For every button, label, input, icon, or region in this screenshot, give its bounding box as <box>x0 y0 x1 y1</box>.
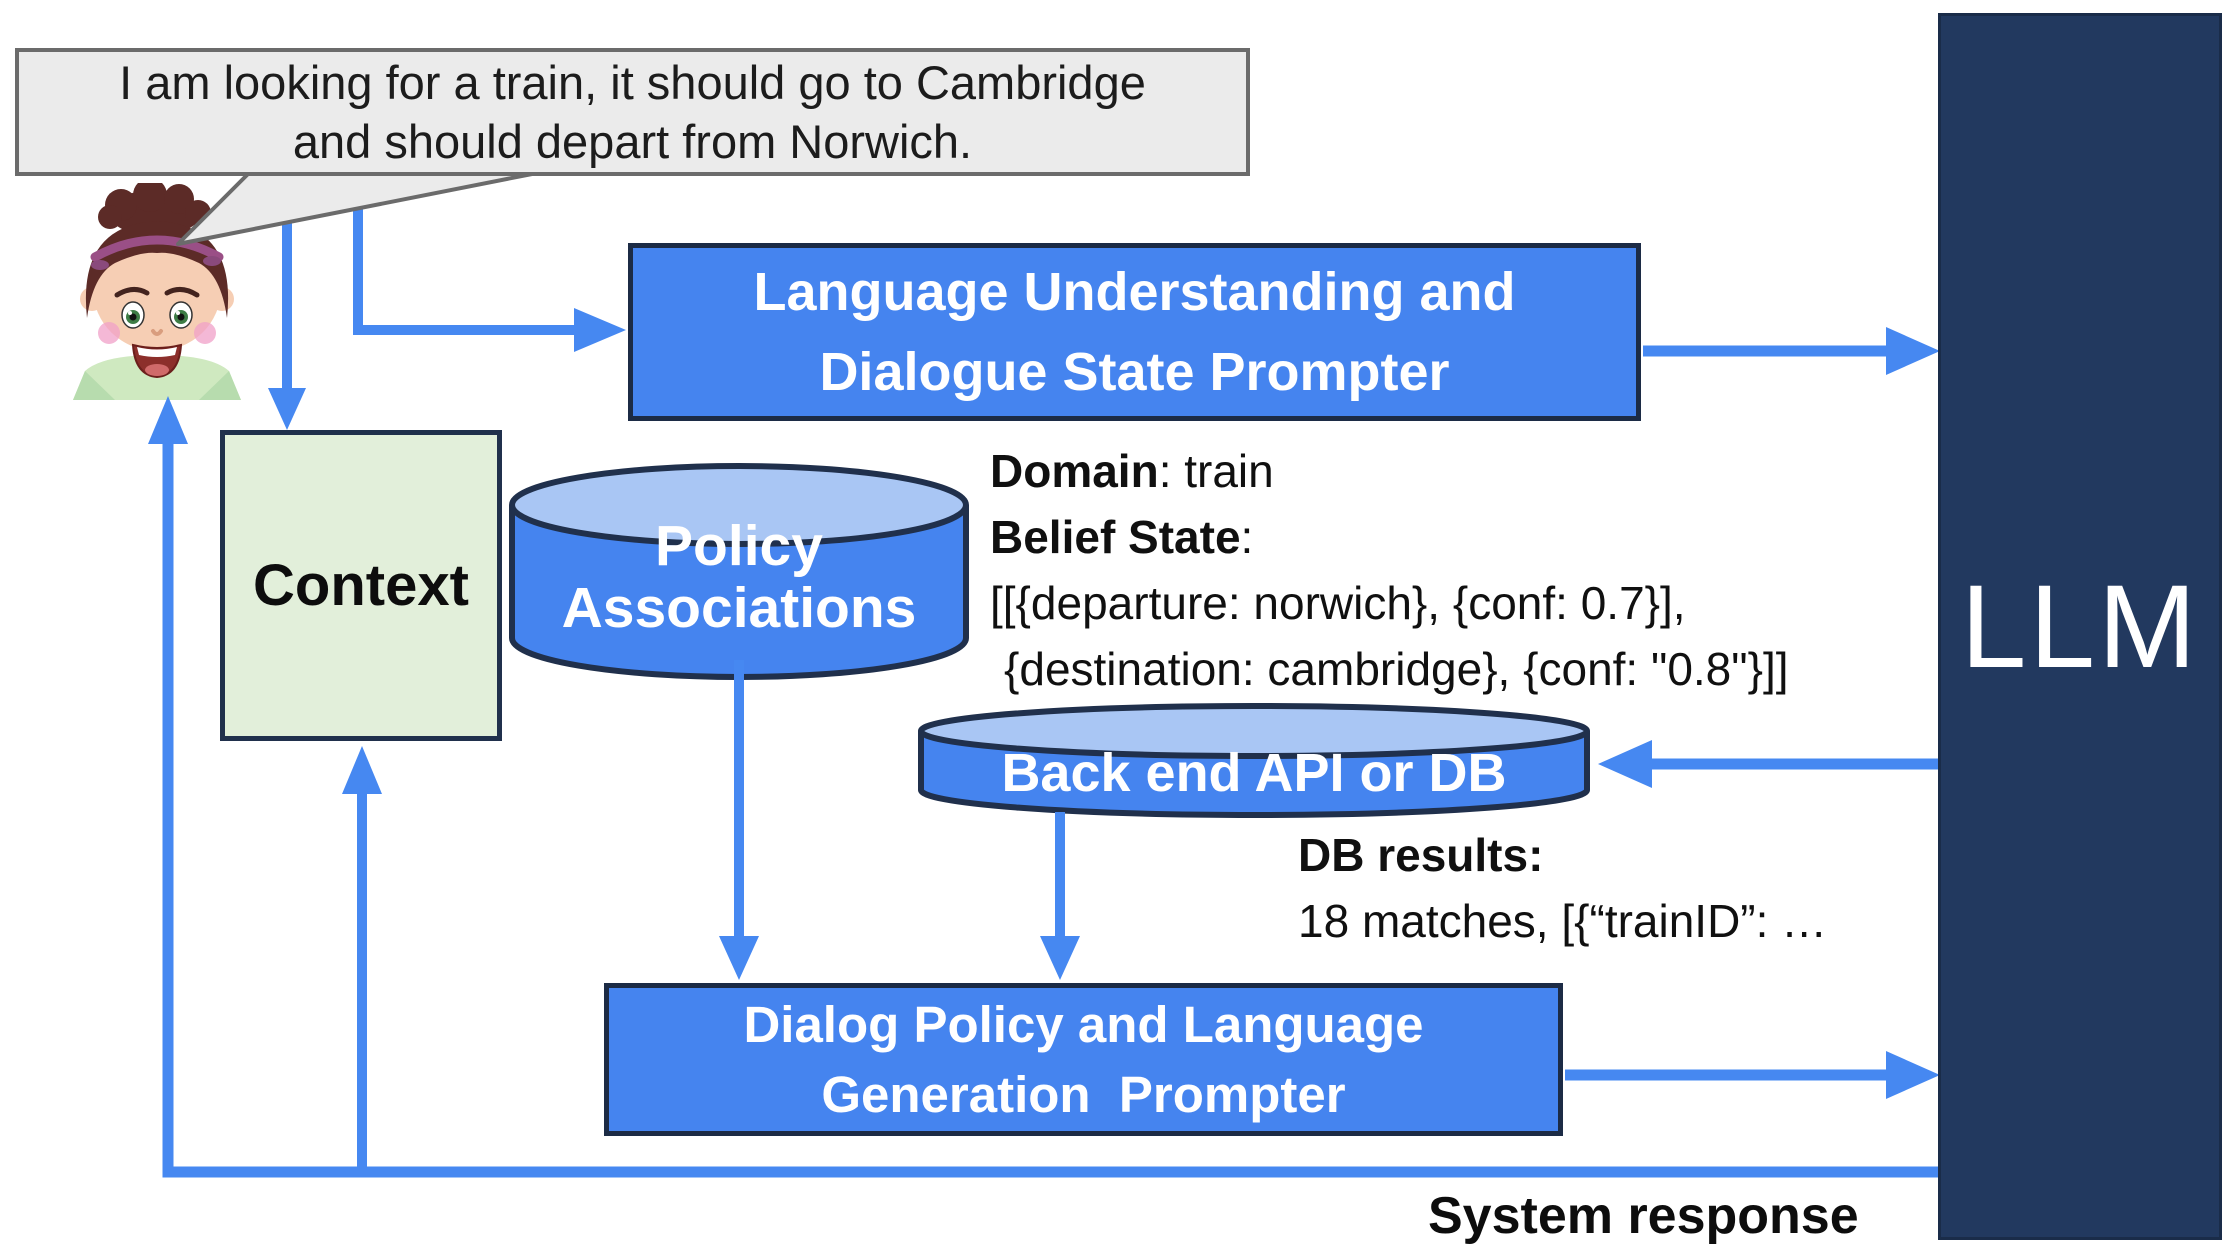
dialog-box-line-2: Generation Prompter <box>821 1065 1346 1123</box>
arrow-lu-to-llm <box>1643 327 1940 375</box>
domain-line: Domain: train <box>990 445 1274 497</box>
user-speech-bubble: I am looking for a train, it should go t… <box>15 48 1250 176</box>
db-results-annotation: DB results: 18 matches, [{“trainID”: … <box>1298 822 1998 954</box>
arrow-backend-to-dialog <box>1040 812 1080 980</box>
arrow-system-response <box>148 396 1938 1178</box>
belief-state-line: Belief State: <box>990 511 1254 563</box>
backend-api-db-label: Back end API or DB <box>1001 743 1507 803</box>
db-results-label: DB results: <box>1298 829 1544 881</box>
db-results-value: 18 matches, [{“trainID”: … <box>1298 895 1828 947</box>
dialog-policy-prompter-box: Dialog Policy and Language Generation Pr… <box>604 983 1563 1136</box>
context-box: Context <box>220 430 502 741</box>
llm-box: LLM <box>1938 13 2222 1240</box>
arrow-llm-to-backend <box>1598 740 1938 788</box>
belief-state-annotation: Domain: train Belief State: [[{departure… <box>990 438 1970 702</box>
context-label: Context <box>253 553 469 618</box>
belief-value-line-1: [[{departure: norwich}, {conf: 0.7}], <box>990 577 1686 629</box>
lu-box-line-2: Dialogue State Prompter <box>819 342 1450 402</box>
llm-label: LLM <box>1960 560 2200 693</box>
policy-associations-cylinder <box>509 463 969 680</box>
speech-line-2: and should depart from Norwich. <box>292 115 973 168</box>
belief-value-line-2: {destination: cambridge}, {conf: "0.8"}]… <box>1004 643 1789 695</box>
language-understanding-prompter-box: Language Understanding and Dialogue Stat… <box>628 243 1641 421</box>
arrow-policy-to-dialog <box>719 660 759 980</box>
arrow-dialog-to-llm <box>1565 1051 1940 1099</box>
lu-box-line-1: Language Understanding and <box>753 262 1516 322</box>
arrow-user-to-language-understanding <box>353 172 626 352</box>
system-response-label: System response <box>1428 1187 1859 1245</box>
dialog-box-line-1: Dialog Policy and Language <box>743 995 1424 1053</box>
policy-associations-label: Policy Associations <box>561 514 917 640</box>
speech-line-1: I am looking for a train, it should go t… <box>119 56 1146 109</box>
backend-api-db-cylinder <box>918 703 1590 818</box>
girl-avatar-icon <box>73 183 241 400</box>
